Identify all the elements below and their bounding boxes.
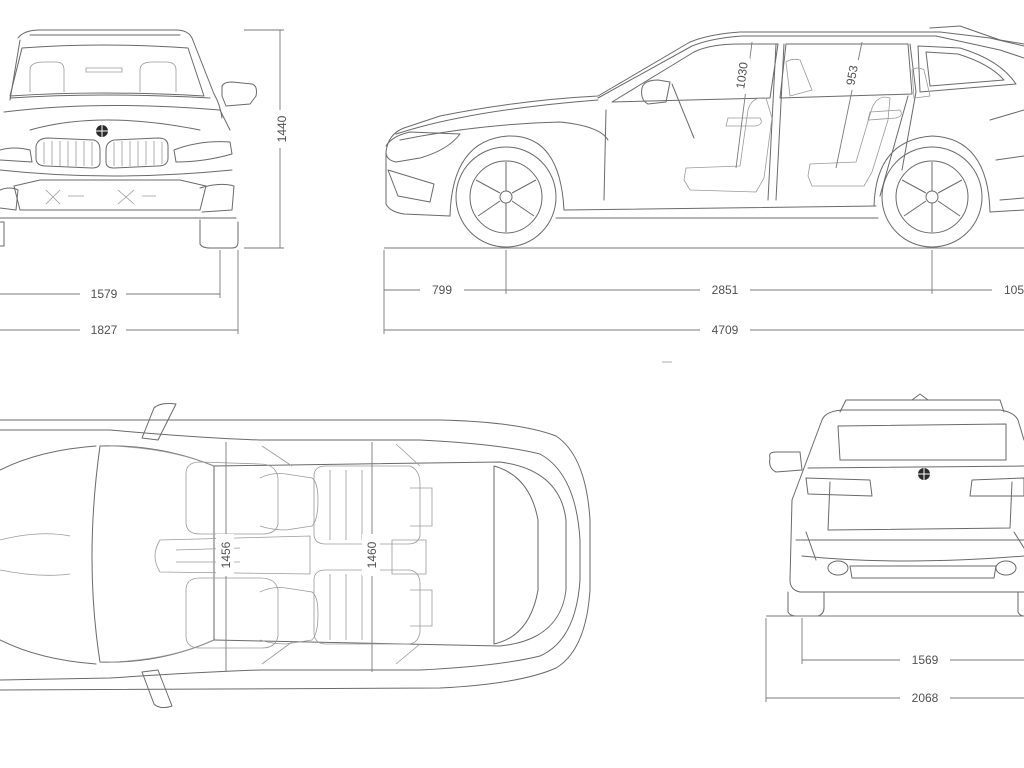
top-view: 1456 1460: [0, 403, 591, 709]
front-view: 1440 1579 1827: [0, 29, 289, 337]
dimension-front-shoulder-width: 1456: [219, 541, 233, 568]
dimension-rear-shoulder-width: 1460: [365, 541, 379, 568]
dimension-wheelbase: 2851: [712, 283, 739, 297]
dimension-rear-overhang: 1059: [1004, 283, 1024, 297]
dimension-front-track: 1579: [91, 287, 118, 301]
alloy-wheel-icon: [455, 146, 557, 248]
alloy-wheel-icon: [881, 146, 983, 248]
side-view: 1030 953 799 2851 1059 4709: [383, 25, 1024, 337]
rear-view: 1569 2068: [765, 393, 1024, 705]
dimension-rear-track: 1569: [912, 653, 939, 667]
dimension-overall-length: 4709: [712, 323, 739, 337]
dimension-front-height: 1440: [275, 115, 289, 142]
dimension-front-overhang: 799: [432, 283, 452, 297]
dimension-rear-headroom: 953: [843, 64, 860, 86]
dimension-width-incl-mirrors: 2068: [912, 691, 939, 705]
dimension-front-headroom: 1030: [733, 61, 751, 90]
dimension-overall-width: 1827: [91, 323, 118, 337]
